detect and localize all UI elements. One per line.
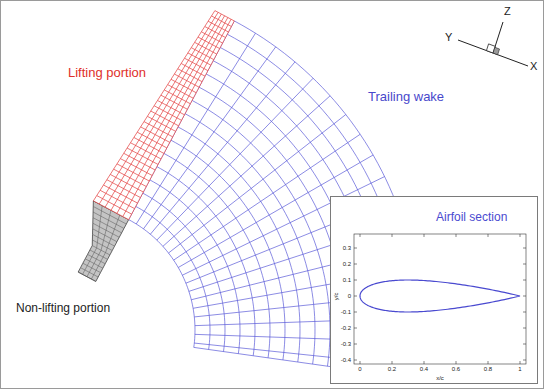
- tick-mark: [523, 248, 526, 249]
- axis-triad: [458, 22, 528, 66]
- part-label: Trailing wake: [368, 90, 444, 105]
- blade-mesh-line: [99, 12, 218, 204]
- tick-mark: [523, 312, 526, 313]
- tick-mark: [523, 296, 526, 297]
- blade-mesh-line: [117, 18, 228, 214]
- tick-mark: [456, 234, 457, 237]
- wake-line: [169, 115, 346, 254]
- tick-mark: [523, 280, 526, 281]
- part-label: Lifting portion: [68, 66, 146, 81]
- airfoil-plot: [354, 234, 526, 364]
- wake-line: [129, 220, 195, 348]
- tick-mark: [424, 234, 425, 237]
- tick-mark: [523, 264, 526, 265]
- blade-mesh-line: [93, 201, 128, 220]
- tick-label: 1: [518, 366, 521, 373]
- tick-label: 0.2: [388, 366, 396, 373]
- tick-mark: [392, 234, 393, 237]
- tick-mark: [354, 312, 357, 313]
- tick-mark: [520, 361, 521, 364]
- tick-mark: [354, 280, 357, 281]
- blade-ground: [93, 11, 234, 220]
- blade-mesh-line: [123, 19, 231, 216]
- axis-title: y/c: [334, 292, 341, 300]
- tick-mark: [523, 360, 526, 361]
- blade-mesh-line: [111, 16, 225, 210]
- hub-mesh-line: [91, 215, 119, 279]
- tick-mark: [354, 344, 357, 345]
- tick-label: 0.4: [420, 366, 428, 373]
- tick-label: -0.2: [341, 325, 351, 332]
- hub-mesh-line: [83, 206, 103, 275]
- tick-mark: [360, 234, 361, 237]
- inset-ground: [330, 196, 538, 384]
- tick-label: 0.8: [484, 366, 492, 373]
- inset-panel: Airfoil section: [330, 196, 538, 384]
- tick-mark: [523, 344, 526, 345]
- tick-label: -0.4: [341, 357, 351, 364]
- plot-frame: [354, 234, 526, 364]
- axis-label: Y: [445, 31, 452, 44]
- tick-label: -0.1: [341, 309, 351, 316]
- tick-mark: [360, 361, 361, 364]
- tick-mark: [354, 248, 357, 249]
- tick-mark: [488, 361, 489, 364]
- tick-label: 0: [358, 366, 361, 373]
- airfoil-outline: [360, 280, 520, 312]
- tick-mark: [424, 361, 425, 364]
- hub-mesh-line: [87, 210, 111, 277]
- axis-label: Z: [504, 5, 511, 18]
- tick-label: 0: [348, 293, 351, 300]
- tick-label: 0.3: [343, 245, 351, 252]
- tick-mark: [523, 328, 526, 329]
- tick-mark: [354, 296, 357, 297]
- axis-line: [493, 53, 528, 66]
- tick-mark: [354, 264, 357, 265]
- tick-label: 0.2: [343, 261, 351, 268]
- tick-label: 0.1: [343, 277, 351, 284]
- lifting-mesh: [93, 11, 234, 220]
- tick-mark: [354, 360, 357, 361]
- tick-mark: [354, 328, 357, 329]
- tick-mark: [488, 234, 489, 237]
- tick-mark: [456, 361, 457, 364]
- panel-title: Airfoil section: [436, 211, 507, 225]
- blade-mesh-line: [93, 11, 215, 201]
- part-label: Non-lifting portion: [16, 302, 110, 316]
- axis-title: x/c: [436, 375, 444, 382]
- tick-mark: [392, 361, 393, 364]
- tick-label: -0.3: [341, 341, 351, 348]
- blade-mesh-line: [105, 14, 221, 207]
- tick-label: 0.6: [452, 366, 460, 373]
- axis-box: [493, 47, 500, 54]
- axis-label: X: [530, 60, 537, 73]
- tick-mark: [520, 234, 521, 237]
